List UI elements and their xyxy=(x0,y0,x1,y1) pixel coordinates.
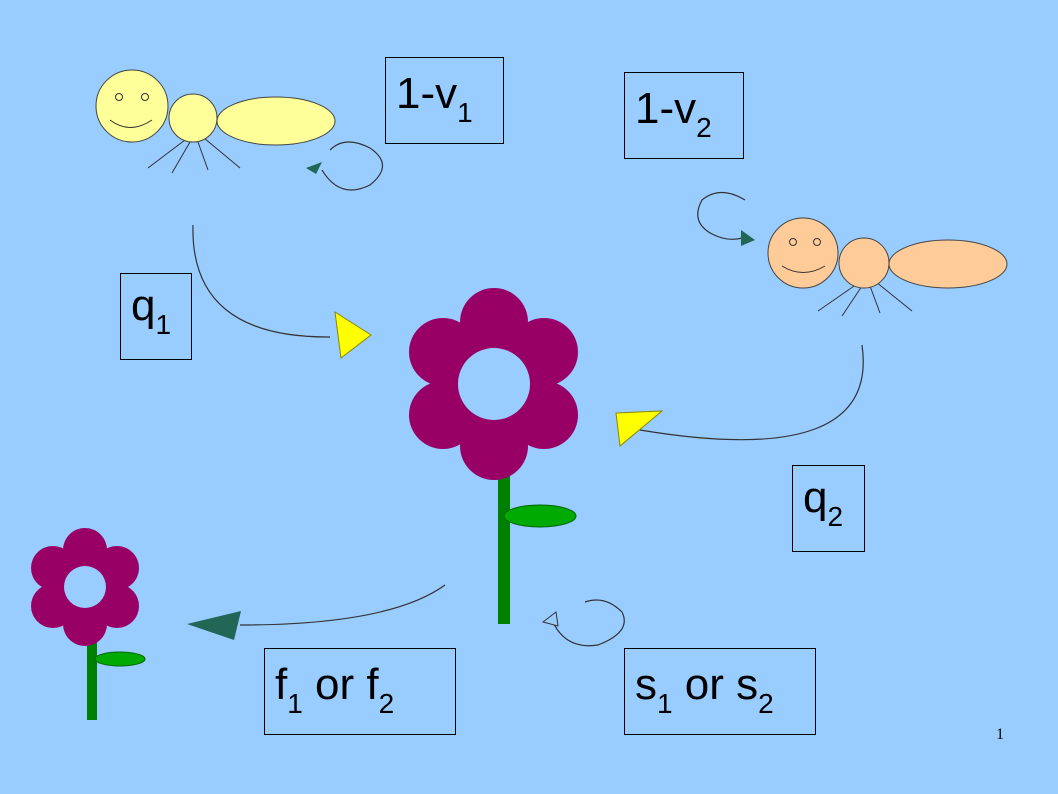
label-v1-sub: 1 xyxy=(457,97,473,128)
bee-2-legs xyxy=(817,281,913,317)
large-flower-leaf xyxy=(503,504,577,528)
bee-1-legs xyxy=(147,137,241,174)
bee-2-abdomen xyxy=(888,239,1008,289)
label-v2-main: 1-v xyxy=(635,84,697,133)
bee-1-to-flower-arrow xyxy=(192,224,372,359)
bee-1-abdomen xyxy=(216,96,336,146)
bee-1-smile xyxy=(109,119,153,128)
label-f2-main: f xyxy=(366,660,379,709)
label-s2-main: s xyxy=(736,660,759,709)
bee-2-to-flower-arrow xyxy=(615,344,864,447)
bee-1-thorax xyxy=(168,93,218,143)
label-q1-sub: 1 xyxy=(155,309,172,340)
label-one-minus-v2: 1-v2 xyxy=(624,72,744,159)
seed-output-arrow xyxy=(187,584,446,640)
small-flower-leaf xyxy=(94,651,146,667)
label-one-minus-v1: 1-v1 xyxy=(385,57,504,144)
bee-2-eye-right xyxy=(813,238,821,246)
small-flower xyxy=(31,528,146,720)
large-flower xyxy=(409,288,578,624)
slide-number: 1 xyxy=(996,726,1004,743)
bee-2-smile xyxy=(781,265,826,273)
label-f1-sub: 1 xyxy=(287,688,303,719)
label-f1-main: f xyxy=(275,660,288,709)
label-v1-main: 1-v xyxy=(396,69,458,118)
label-s2-sub: 2 xyxy=(758,688,774,719)
bee-1-self-loop-arrow xyxy=(306,141,384,191)
bee-2-thorax xyxy=(838,237,890,289)
large-flower-stem xyxy=(498,470,510,624)
label-s1-sub: 1 xyxy=(657,688,673,719)
label-q2: q2 xyxy=(792,465,865,552)
survival-self-loop-arrow xyxy=(541,599,625,647)
bee-2-eye-left xyxy=(789,238,797,246)
label-q2-sub: 2 xyxy=(827,501,844,532)
label-s1-or-s2: s1 or s2 xyxy=(624,648,816,735)
bee-1-eye-left xyxy=(115,93,123,101)
bee-1-head xyxy=(95,69,169,143)
label-f2-sub: 2 xyxy=(378,688,395,719)
label-q1-main: q xyxy=(131,281,156,330)
bee-2 xyxy=(767,217,1008,317)
label-q1: q1 xyxy=(120,273,192,360)
label-f1-or-f2: f1 or f2 xyxy=(264,648,456,735)
label-s-or: or xyxy=(672,660,737,709)
bee-1 xyxy=(95,69,336,174)
bee-2-self-loop-arrow xyxy=(697,191,755,246)
bee-1-eye-right xyxy=(141,93,149,101)
bee-2-head xyxy=(767,217,839,289)
label-v2-sub: 2 xyxy=(696,112,712,143)
large-flower-center xyxy=(458,348,530,420)
label-s1-main: s xyxy=(635,660,657,709)
small-flower-center xyxy=(64,566,106,608)
label-f-or: or xyxy=(302,660,367,709)
small-flower-stem xyxy=(87,625,97,720)
label-q2-main: q xyxy=(803,473,828,522)
